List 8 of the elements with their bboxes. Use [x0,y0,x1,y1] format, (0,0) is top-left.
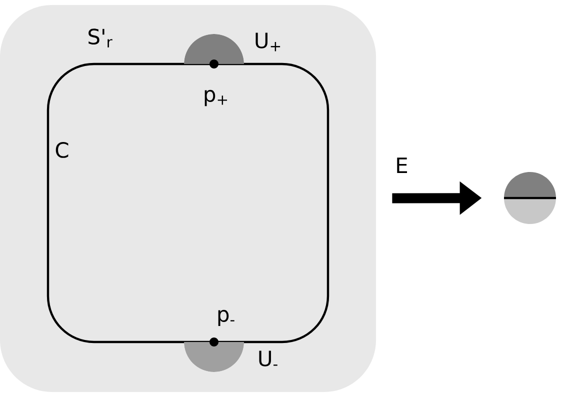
region-label: S'$_{r}$ [88,28,112,48]
set-label: U$_{+}$ [256,32,280,52]
point-label: p$_{+}$ [204,90,228,106]
split-disk [504,172,556,224]
set-label: U$_{-}$ [259,350,278,366]
edge-label: E [397,158,407,173]
point-label: p$_{-}$ [218,310,234,326]
curve-label: C [56,142,68,158]
